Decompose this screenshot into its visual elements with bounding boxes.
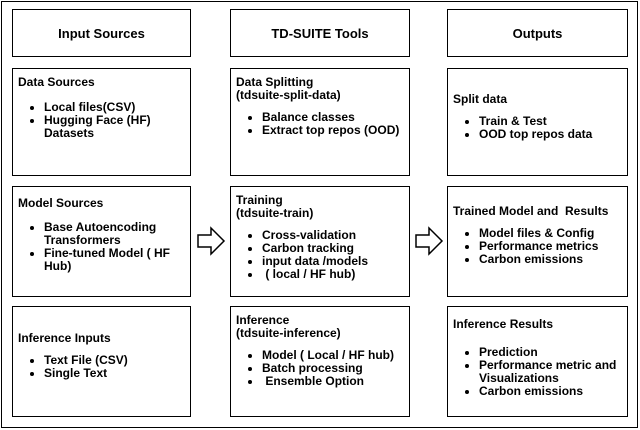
inference-inputs-box: Inference Inputs Text File (CSV) Single … — [12, 306, 191, 417]
right-arrow-icon — [197, 226, 226, 256]
training-box: Training (tdsuite-train) Cross-validatio… — [230, 186, 410, 297]
list-item: Model files & Config — [479, 227, 623, 240]
list-item: Model ( Local / HF hub) — [262, 349, 405, 362]
data-splitting-box: Data Splitting (tdsuite-split-data) Bala… — [230, 68, 410, 176]
inference-box: Inference (tdsuite-inference) Model ( Lo… — [230, 306, 410, 417]
bullet-list: Text File (CSV) Single Text — [18, 354, 186, 380]
bullet-list: Model ( Local / HF hub) Batch processing… — [236, 349, 405, 388]
list-item: Prediction — [479, 346, 623, 359]
list-item: Balance classes — [262, 111, 405, 124]
model-sources-box: Model Sources Base Autoencoding Transfor… — [12, 186, 191, 297]
list-item: ( local / HF hub) — [262, 268, 405, 281]
bullet-list: Local files(CSV) Hugging Face (HF) Datas… — [18, 101, 186, 140]
box-subtitle: (tdsuite-split-data) — [236, 88, 341, 102]
box-title: Data Sources — [18, 75, 95, 89]
list-item: Extract top repos (OOD) — [262, 124, 405, 137]
bullet-list: Base Autoencoding Transformers Fine-tune… — [18, 221, 186, 273]
box-title: Split data — [453, 92, 508, 106]
list-item: Train & Test — [479, 115, 623, 128]
header-label: Outputs — [512, 25, 563, 41]
data-sources-box: Data Sources Local files(CSV) Hugging Fa… — [12, 68, 191, 176]
right-arrow-icon — [415, 226, 444, 256]
list-item: Performance metrics — [479, 240, 623, 253]
list-item: Local files(CSV) — [44, 101, 186, 114]
header-label: Input Sources — [58, 25, 145, 41]
bullet-list: Train & Test OOD top repos data — [453, 115, 623, 141]
box-title: Inference Results — [453, 317, 554, 331]
list-item: Performance metric and Visualizations — [479, 359, 623, 385]
header-tdsuite-tools: TD-SUITE Tools — [230, 9, 410, 57]
bullet-list: Prediction Performance metric and Visual… — [453, 346, 623, 398]
trained-model-box: Trained Model and Results Model files & … — [447, 186, 628, 297]
list-item: Fine-tuned Model ( HF Hub) — [44, 247, 186, 273]
list-item: Hugging Face (HF) Datasets — [44, 114, 186, 140]
bullet-list: Cross-validation Carbon tracking input d… — [236, 229, 405, 281]
list-item: Batch processing — [262, 362, 405, 375]
bullet-list: Model files & Config Performance metrics… — [453, 227, 623, 266]
box-title: Inference Inputs — [18, 331, 111, 345]
box-subtitle: (tdsuite-train) — [236, 206, 314, 220]
inference-results-box: Inference Results Prediction Performance… — [447, 306, 628, 417]
list-item: Cross-validation — [262, 229, 405, 242]
header-label: TD-SUITE Tools — [271, 25, 369, 41]
list-item: Single Text — [44, 367, 186, 380]
list-item: OOD top repos data — [479, 128, 623, 141]
box-title: Inference — [236, 313, 290, 327]
list-item: input data /models — [262, 255, 405, 268]
split-data-box: Split data Train & Test OOD top repos da… — [447, 68, 628, 176]
box-title: Data Splitting — [236, 75, 314, 89]
list-item: Base Autoencoding Transformers — [44, 221, 186, 247]
box-title: Model Sources — [18, 196, 104, 210]
list-item: Ensemble Option — [262, 375, 405, 388]
header-outputs: Outputs — [447, 9, 628, 57]
list-item: Carbon emissions — [479, 385, 623, 398]
bullet-list: Balance classes Extract top repos (OOD) — [236, 111, 405, 137]
list-item: Carbon tracking — [262, 242, 405, 255]
list-item: Text File (CSV) — [44, 354, 186, 367]
box-subtitle: (tdsuite-inference) — [236, 326, 341, 340]
header-input-sources: Input Sources — [12, 9, 191, 57]
box-title: Trained Model and Results — [453, 204, 609, 218]
box-title: Training — [236, 193, 283, 207]
list-item: Carbon emissions — [479, 253, 623, 266]
